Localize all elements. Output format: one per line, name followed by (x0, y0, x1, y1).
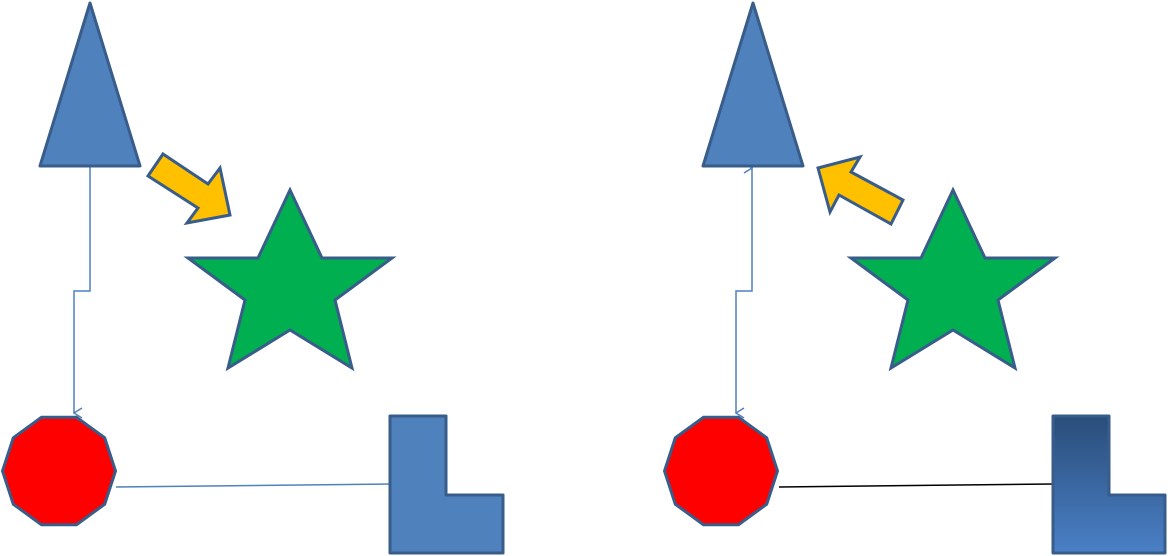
triangle-shape[interactable] (701, 1, 805, 168)
elbow-connector[interactable] (74, 166, 91, 413)
decagon-shape[interactable] (662, 415, 780, 527)
right-panel (662, 1, 1167, 555)
decagon-shape[interactable] (0, 415, 118, 527)
l-shape-gradient[interactable] (1051, 414, 1167, 555)
block-arrow-up-left[interactable] (816, 154, 905, 227)
l-shape[interactable] (388, 414, 505, 555)
block-arrow-down-right[interactable] (145, 151, 232, 226)
elbow-connector-double-arrow[interactable] (736, 168, 752, 413)
triangle-shape[interactable] (38, 1, 142, 168)
straight-connector-black[interactable] (778, 483, 1054, 488)
star-shape[interactable] (183, 186, 397, 372)
star-shape[interactable] (846, 186, 1060, 372)
left-panel (0, 1, 505, 555)
straight-connector[interactable] (115, 483, 391, 488)
